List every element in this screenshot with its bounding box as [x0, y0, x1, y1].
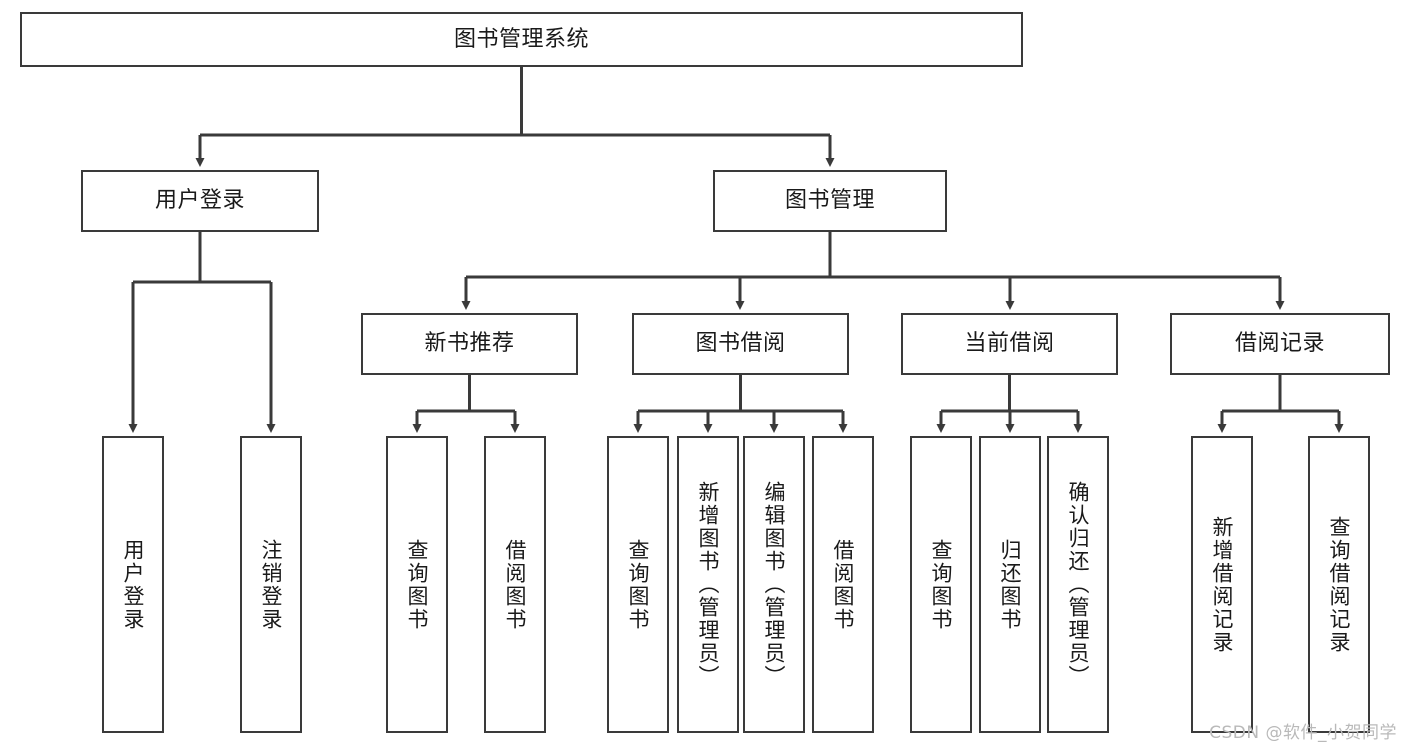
node-leaf-logout-label: 注销登录 — [259, 538, 284, 631]
node-leaf-add-borrow-record-label: 新增借阅记录 — [1210, 515, 1235, 654]
node-leaf-confirm-return-admin-label: 确认归还（管理员） — [1066, 481, 1091, 688]
node-leaf-add-book-admin[interactable]: 新增图书（管理员） — [677, 436, 739, 733]
node-leaf-borrow-book-label: 借阅图书 — [831, 538, 856, 631]
node-leaf-borrow-book[interactable]: 借阅图书 — [812, 436, 874, 733]
node-leaf-query-book-borrow-label: 查询图书 — [626, 538, 651, 631]
node-leaf-return-book-label: 归还图书 — [998, 538, 1023, 631]
node-new-book-recommend-label: 新书推荐 — [424, 331, 515, 357]
node-leaf-query-book-newbook-label: 查询图书 — [405, 538, 430, 631]
node-leaf-confirm-return-admin[interactable]: 确认归还（管理员） — [1047, 436, 1109, 733]
node-user-login-label: 用户登录 — [154, 188, 245, 214]
node-book-management-label: 图书管理 — [784, 188, 875, 214]
node-leaf-query-book-borrow[interactable]: 查询图书 — [607, 436, 669, 733]
node-leaf-edit-book-admin-label: 编辑图书（管理员） — [762, 481, 787, 688]
node-root-label: 图书管理系统 — [453, 26, 589, 52]
node-leaf-logout[interactable]: 注销登录 — [240, 436, 302, 733]
node-current-borrow[interactable]: 当前借阅 — [901, 313, 1118, 375]
node-book-management[interactable]: 图书管理 — [713, 170, 947, 232]
node-book-borrow-label: 图书借阅 — [695, 331, 786, 357]
node-new-book-recommend[interactable]: 新书推荐 — [361, 313, 578, 375]
node-leaf-query-book-current-label: 查询图书 — [929, 538, 954, 631]
node-leaf-query-book-current[interactable]: 查询图书 — [910, 436, 972, 733]
node-leaf-query-borrow-record-label: 查询借阅记录 — [1327, 515, 1352, 654]
node-leaf-edit-book-admin[interactable]: 编辑图书（管理员） — [743, 436, 805, 733]
node-leaf-borrow-book-newbook[interactable]: 借阅图书 — [484, 436, 546, 733]
node-user-login[interactable]: 用户登录 — [81, 170, 319, 232]
csdn-watermark: CSDN @软件_小贺同学 — [1209, 723, 1397, 743]
node-leaf-return-book[interactable]: 归还图书 — [979, 436, 1041, 733]
node-leaf-user-login[interactable]: 用户登录 — [102, 436, 164, 733]
node-leaf-borrow-book-newbook-label: 借阅图书 — [503, 538, 528, 631]
node-leaf-add-book-admin-label: 新增图书（管理员） — [696, 481, 721, 688]
node-borrow-record[interactable]: 借阅记录 — [1170, 313, 1390, 375]
node-book-borrow[interactable]: 图书借阅 — [632, 313, 849, 375]
node-leaf-query-borrow-record[interactable]: 查询借阅记录 — [1308, 436, 1370, 733]
node-current-borrow-label: 当前借阅 — [964, 331, 1055, 357]
node-leaf-query-book-newbook[interactable]: 查询图书 — [386, 436, 448, 733]
node-leaf-user-login-label: 用户登录 — [121, 538, 146, 631]
node-root[interactable]: 图书管理系统 — [20, 12, 1023, 67]
node-borrow-record-label: 借阅记录 — [1234, 331, 1325, 357]
node-leaf-add-borrow-record[interactable]: 新增借阅记录 — [1191, 436, 1253, 733]
